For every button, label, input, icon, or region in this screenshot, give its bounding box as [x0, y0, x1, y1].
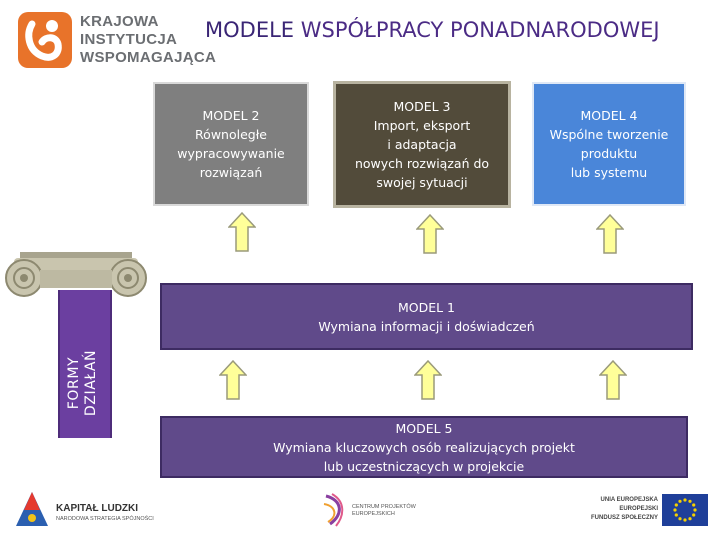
eu-flag-icon — [662, 494, 708, 526]
kapital-ludzki-icon — [16, 492, 48, 526]
eu-line-1: UNIA EUROPEJSKA — [600, 497, 658, 503]
eu-line-2: EUROPEJSKI — [619, 506, 658, 512]
eu-text: UNIA EUROPEJSKA EUROPEJSKI FUNDUSZ SPOŁE… — [588, 496, 658, 523]
column-shaft — [58, 290, 112, 438]
model-5-box: MODEL 5 Wymiana kluczowych osób realizuj… — [160, 416, 688, 478]
logo-line-2: INSTYTUCJA — [80, 31, 178, 48]
cpe-swirl-icon — [323, 493, 344, 527]
logo-line-3: WSPOMAGAJĄCA — [80, 49, 217, 66]
model-1-box: MODEL 1 Wymiana informacji i doświadczeń — [160, 283, 693, 350]
model-3-box: MODEL 3 Import, eksport i adaptacja nowy… — [333, 81, 511, 208]
kiw-logo-icon — [18, 12, 72, 68]
arrow-up-icon — [219, 360, 247, 400]
title-rest: WSPÓŁPRACY PONADNARODOWEJ — [294, 18, 660, 42]
kapital-ludzki-logo: KAPITAŁ LUDZKI NARODOWA STRATEGIA SPÓJNO… — [12, 488, 162, 530]
eu-logo: UNIA EUROPEJSKA EUROPEJSKI FUNDUSZ SPOŁE… — [588, 494, 710, 528]
logo-line-1: KRAJOWA — [80, 13, 159, 30]
institution-logo: KRAJOWA INSTYTUCJA WSPOMAGAJĄCA — [16, 10, 216, 72]
cpe-text: CENTRUM PROJEKTÓW EUROPEJSKICH — [352, 504, 416, 517]
arrow-up-icon — [599, 360, 627, 400]
kapital-ludzki-title: KAPITAŁ LUDZKI — [56, 503, 139, 514]
column-pillar: FORMY DZIAŁAŃ — [0, 250, 150, 440]
eu-line-3: FUNDUSZ SPOŁECZNY — [590, 515, 658, 521]
model-4-box: MODEL 4 Wspólne tworzenie produktu lub s… — [532, 82, 686, 206]
column-label: FORMY DZIAŁAŃ — [66, 349, 99, 417]
cpe-logo: CENTRUM PROJEKTÓW EUROPEJSKICH — [322, 492, 432, 532]
kapital-ludzki-subtitle: NARODOWA STRATEGIA SPÓJNOŚCI — [56, 516, 154, 522]
page-title: MODELE WSPÓŁPRACY PONADNARODOWEJ — [205, 18, 660, 42]
ionic-capital-icon — [5, 252, 147, 297]
arrow-up-icon — [414, 360, 442, 400]
arrow-up-icon — [416, 214, 444, 254]
arrow-up-icon — [596, 214, 624, 254]
title-highlight: MODELE — [205, 18, 295, 42]
model-2-box: MODEL 2 Równoległe wypracowywanie rozwią… — [153, 82, 309, 206]
arrow-up-icon — [228, 212, 256, 252]
